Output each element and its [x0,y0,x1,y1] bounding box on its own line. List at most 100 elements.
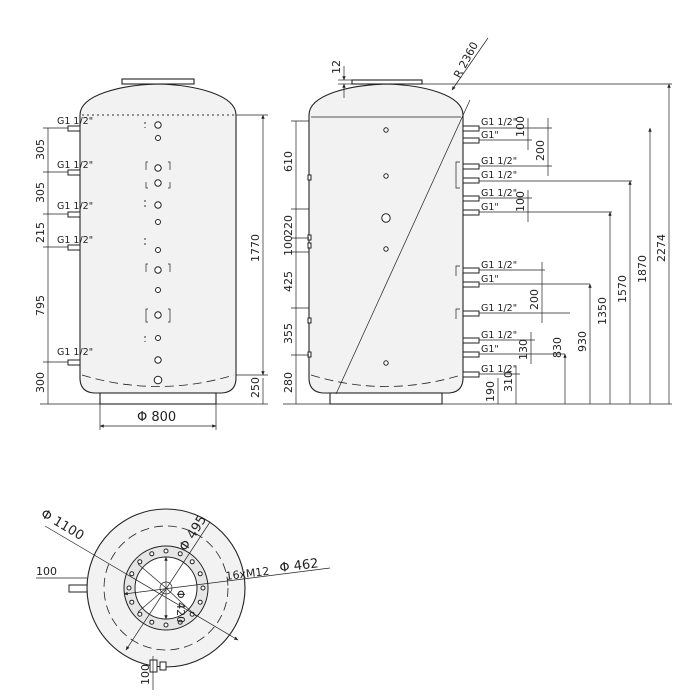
top-outer-dim-line [44,525,239,641]
front-nozzle-2 [67,169,81,176]
front-port-5 [154,201,162,209]
front-dim-300: 300 [34,372,47,393]
front-port-6 [155,219,161,225]
side-radius-label: R 2360 [451,40,481,81]
side-nozzle-12 [462,371,480,378]
side-nozzle-8 [462,281,480,288]
bolt-hole [197,599,203,605]
side-dim-100: 100 [282,235,295,256]
front-diameter-label: Φ 800 [137,410,176,425]
front-left-dim-chain: 305 305 215 795 300 [34,127,100,405]
side-small-dim-130: 130 [517,339,530,360]
side-nozzle-4 [462,177,480,184]
side-left-dim-chain: 610 220 100 425 355 280 [282,120,330,405]
side-radius-line [451,37,489,91]
front-label-1: G1 1/2" [57,116,93,127]
side-small-dim-100a: 100 [514,116,527,137]
side-dim-610: 610 [282,151,295,172]
side-nozzle-2 [462,137,480,144]
top-offset-left: 100 [36,565,57,578]
bolt-hole [149,619,155,625]
front-dim-1770: 1770 [249,234,262,262]
front-sensor-brackets [145,161,171,323]
bolt-hole [129,571,135,577]
side-top-dim: 12 [330,60,352,98]
side-small-dim-200a: 200 [534,140,547,161]
side-nozzle-10 [462,337,480,344]
front-nozzle-4 [67,244,81,251]
front-port-10 [154,311,162,319]
side-port-3 [381,213,391,223]
side-label-8: G1" [481,274,499,285]
front-nozzles [67,125,81,366]
bolt-hole [129,599,135,605]
side-nozzle-3 [462,163,480,170]
front-base [99,392,217,405]
side-dim-12: 12 [330,60,343,74]
front-nozzle-labels: G1 1/2" G1 1/2" G1 1/2" G1 1/2" G1 1/2" [57,116,93,358]
top-dashed-circle [103,525,229,651]
bracket-2 [145,263,171,272]
side-label-12: G1 1/2" [481,364,517,375]
front-nozzle-1 [67,125,81,132]
top-flange-diameter: Φ 420 [174,590,187,623]
top-bolt-holes [126,548,206,628]
side-nozzles [462,125,480,378]
side-nozzle-11 [462,351,480,358]
front-nozzle-5 [67,359,81,366]
side-view: R 2360 [282,37,672,405]
side-label-6: G1" [481,202,499,213]
side-height-830: 830 [551,337,564,358]
side-nozzle-labels: G1 1/2" G1" G1 1/2" G1 1/2" G1 1/2" G1" … [481,117,517,375]
side-label-9: G1 1/2" [481,303,517,314]
side-nozzle-1 [462,125,480,132]
side-small-dim-200b: 200 [528,289,541,310]
side-dim-220: 220 [282,215,295,236]
side-top-flange [351,79,423,85]
side-nozzle-6 [462,209,480,216]
top-radial-lines [137,563,197,617]
top-nozzle-left [68,584,88,593]
bolt-hole [177,619,183,625]
bolt-hole [189,559,195,565]
side-label-1: G1 1/2" [481,117,517,128]
side-port-4 [383,246,389,252]
side-small-dim-100b: 100 [514,191,527,212]
front-dim-795: 795 [34,295,47,316]
front-port-3 [154,164,162,172]
front-dim-305b: 305 [34,182,47,203]
side-left-stubs [307,174,312,358]
front-dim-215: 215 [34,222,47,243]
front-center-ports [153,121,163,385]
side-height-1570: 1570 [616,275,629,303]
front-port-12 [154,356,162,364]
front-dim-305a: 305 [34,139,47,160]
side-port-5 [383,360,389,366]
front-bottom-arc [81,374,235,387]
side-nozzle-7 [462,267,480,274]
front-nozzle-3 [67,211,81,218]
bolt-hole [137,611,143,617]
side-small-dims: 100 200 100 200 130 310 190 [484,116,549,404]
side-diagonal [335,99,471,395]
bolt-hole [126,585,132,591]
top-inner-dim-line [125,521,211,651]
front-top-flange [121,78,195,85]
side-height-930: 930 [576,331,589,352]
side-port-1 [383,127,389,133]
front-port-8 [154,266,162,274]
side-reference-lines [422,83,672,375]
front-label-3: G1 1/2" [57,201,93,212]
bolt-hole [137,559,143,565]
side-label-3: G1 1/2" [481,156,517,167]
side-label-2: G1" [481,130,499,141]
side-nozzle-5 [462,195,480,202]
front-port-13 [153,375,163,385]
side-label-7: G1 1/2" [481,260,517,271]
side-nozzle-brackets [455,161,460,319]
side-small-dim-310: 310 [502,371,515,392]
front-view: G1 1/2" G1 1/2" G1 1/2" G1 1/2" G1 1/2" … [34,78,268,430]
side-height-2274: 2274 [655,234,668,262]
front-diameter-dim: Φ 800 [99,404,217,430]
front-port-9 [155,287,161,293]
